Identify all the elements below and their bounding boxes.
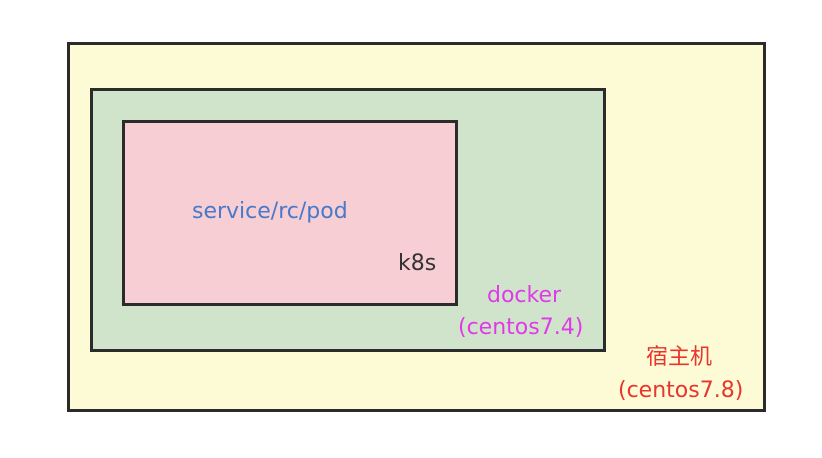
docker-label: docker [487,283,562,308]
docker-os-label: (centos7.4) [458,315,584,340]
host-machine-label: 宿主机 [646,345,713,370]
host-os-label: (centos7.8) [618,378,744,403]
k8s-box [122,120,458,306]
k8s-label: k8s [398,251,437,276]
k8s-content-label: service/rc/pod [192,199,348,224]
